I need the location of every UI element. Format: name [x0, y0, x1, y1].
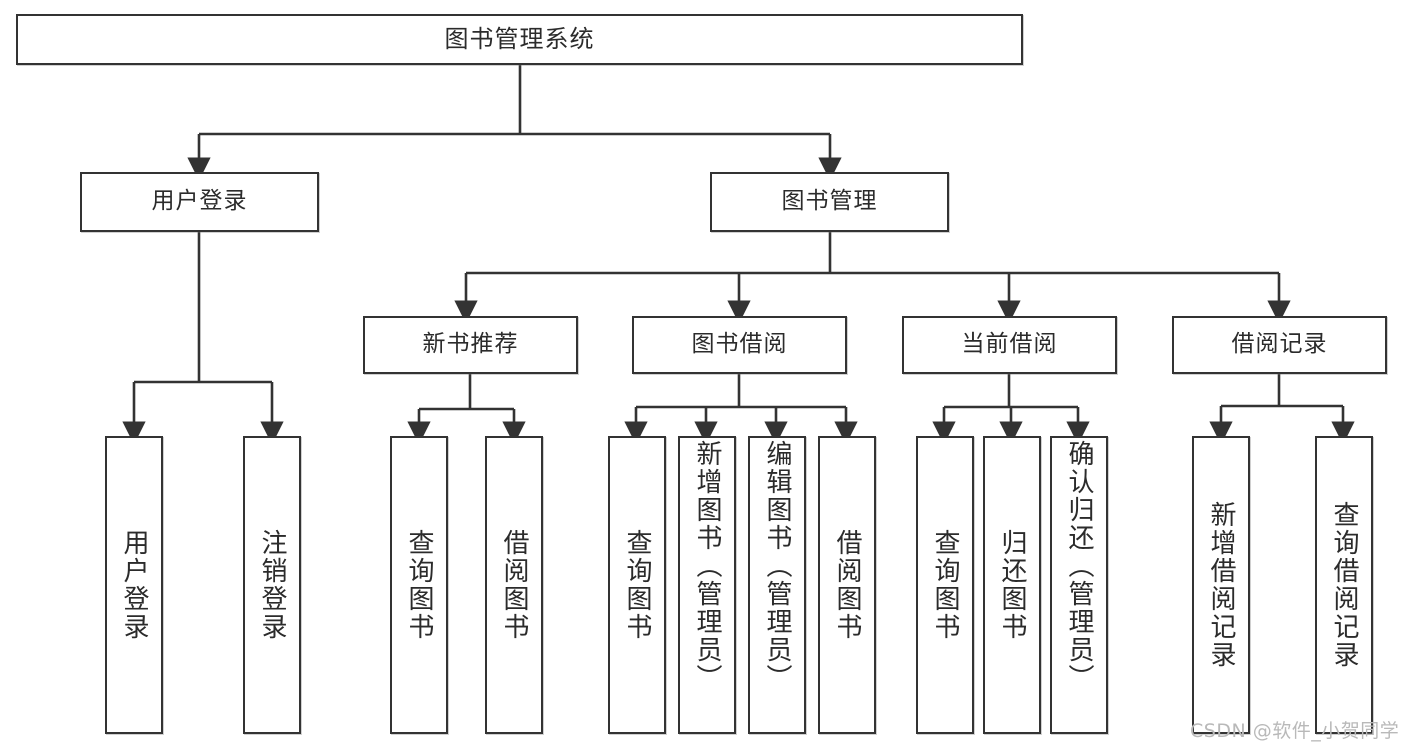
node-label: 当前借阅 — [961, 331, 1058, 358]
leaf-label: 注销登录 — [257, 529, 288, 641]
watermark-text: CSDN @软件_小贺同学 — [1190, 720, 1400, 742]
leaf-label: 归还图书 — [997, 529, 1028, 641]
leaf-query-book-current[interactable]: 查询图书 — [916, 436, 974, 734]
leaf-label: 查询图书 — [404, 529, 435, 641]
leaf-label: 查询借阅记录 — [1329, 501, 1360, 669]
leaf-label: 查询图书 — [622, 529, 653, 641]
leaf-label: 编辑图书（管理员） — [762, 440, 793, 692]
leaf-confirm-return-admin[interactable]: 确认归还（管理员） — [1050, 436, 1108, 734]
node-label: 用户登录 — [151, 188, 248, 215]
node-user-login[interactable]: 用户登录 — [80, 172, 319, 232]
leaf-return-book[interactable]: 归还图书 — [983, 436, 1041, 734]
leaf-label: 查询图书 — [930, 529, 961, 641]
leaf-query-book-recommend[interactable]: 查询图书 — [390, 436, 448, 734]
leaf-borrow-book-recommend[interactable]: 借阅图书 — [485, 436, 543, 734]
leaf-query-borrow-record[interactable]: 查询借阅记录 — [1315, 436, 1373, 734]
leaf-logout[interactable]: 注销登录 — [243, 436, 301, 734]
node-label: 借阅记录 — [1231, 331, 1328, 358]
node-borrow-record[interactable]: 借阅记录 — [1172, 316, 1387, 374]
node-root-book-management-system[interactable]: 图书管理系统 — [16, 14, 1023, 65]
leaf-label: 用户登录 — [119, 529, 150, 641]
leaf-label: 新增图书（管理员） — [692, 440, 723, 692]
node-label: 新书推荐 — [422, 331, 519, 358]
leaf-label: 新增借阅记录 — [1206, 501, 1237, 669]
node-book-management[interactable]: 图书管理 — [710, 172, 949, 232]
node-book-borrow[interactable]: 图书借阅 — [632, 316, 847, 374]
leaf-edit-book-admin[interactable]: 编辑图书（管理员） — [748, 436, 806, 734]
leaf-add-book-admin[interactable]: 新增图书（管理员） — [678, 436, 736, 734]
leaf-user-login[interactable]: 用户登录 — [105, 436, 163, 734]
leaf-label: 确认归还（管理员） — [1064, 440, 1095, 692]
leaf-borrow-book[interactable]: 借阅图书 — [818, 436, 876, 734]
leaf-label: 借阅图书 — [499, 529, 530, 641]
node-label: 图书管理系统 — [444, 25, 595, 54]
leaf-label: 借阅图书 — [832, 529, 863, 641]
node-label: 图书管理 — [781, 188, 878, 215]
leaf-query-book-borrow[interactable]: 查询图书 — [608, 436, 666, 734]
leaf-add-borrow-record[interactable]: 新增借阅记录 — [1192, 436, 1250, 734]
node-new-book-recommend[interactable]: 新书推荐 — [363, 316, 578, 374]
node-label: 图书借阅 — [691, 331, 788, 358]
node-current-borrow[interactable]: 当前借阅 — [902, 316, 1117, 374]
